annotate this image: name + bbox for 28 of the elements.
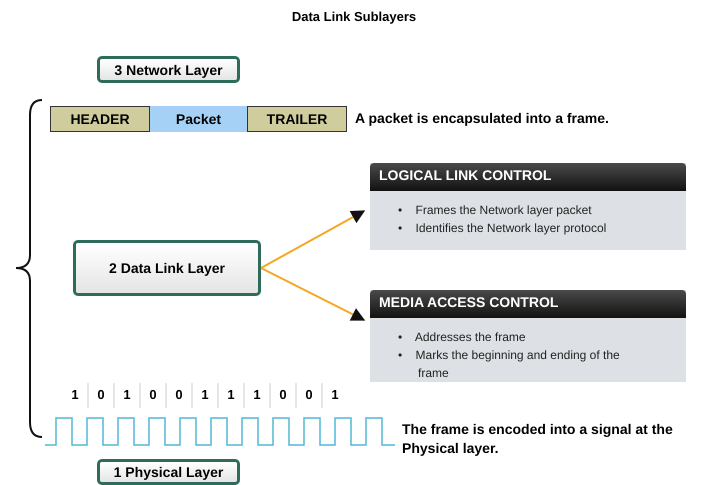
sublayer-card (370, 163, 686, 250)
trailer-field: TRAILER (247, 106, 347, 132)
layer-button: 1 Physical Layer (97, 459, 240, 485)
bit-value: 0 (174, 387, 184, 402)
bullet-list: • Frames the Network layer packet • Identifies the Network layer protocol (370, 201, 686, 237)
arrow (260, 210, 366, 269)
caption-text: A packet is encapsulated into a frame. (355, 110, 609, 126)
layer-button: 3 Network Layer (97, 56, 240, 83)
bit-value: 1 (252, 387, 262, 402)
bit-value: 1 (330, 387, 340, 402)
caption-text: The frame is encoded into a signal at the Physical layer. (402, 420, 674, 458)
arrow (260, 267, 366, 321)
bit-value: 1 (200, 387, 210, 402)
header-field: HEADER (50, 106, 150, 132)
bit-value: 0 (278, 387, 288, 402)
card-header: LOGICAL LINK CONTROL (370, 163, 686, 191)
bit-value: 0 (148, 387, 158, 402)
bit-value: 0 (96, 387, 106, 402)
card-header: MEDIA ACCESS CONTROL (370, 290, 686, 318)
sublayer-card (370, 290, 686, 382)
bit-value: 1 (70, 387, 80, 402)
diagram-title: Data Link Sublayers (290, 9, 418, 24)
bit-value: 1 (122, 387, 132, 402)
bullet-list: • Addresses the frame • Marks the beginning and ending of the frame (370, 328, 686, 382)
bit-value: 0 (304, 387, 314, 402)
bit-value: 1 (226, 387, 236, 402)
packet-field: Packet (150, 106, 247, 132)
layer-button: 2 Data Link Layer (73, 240, 261, 296)
